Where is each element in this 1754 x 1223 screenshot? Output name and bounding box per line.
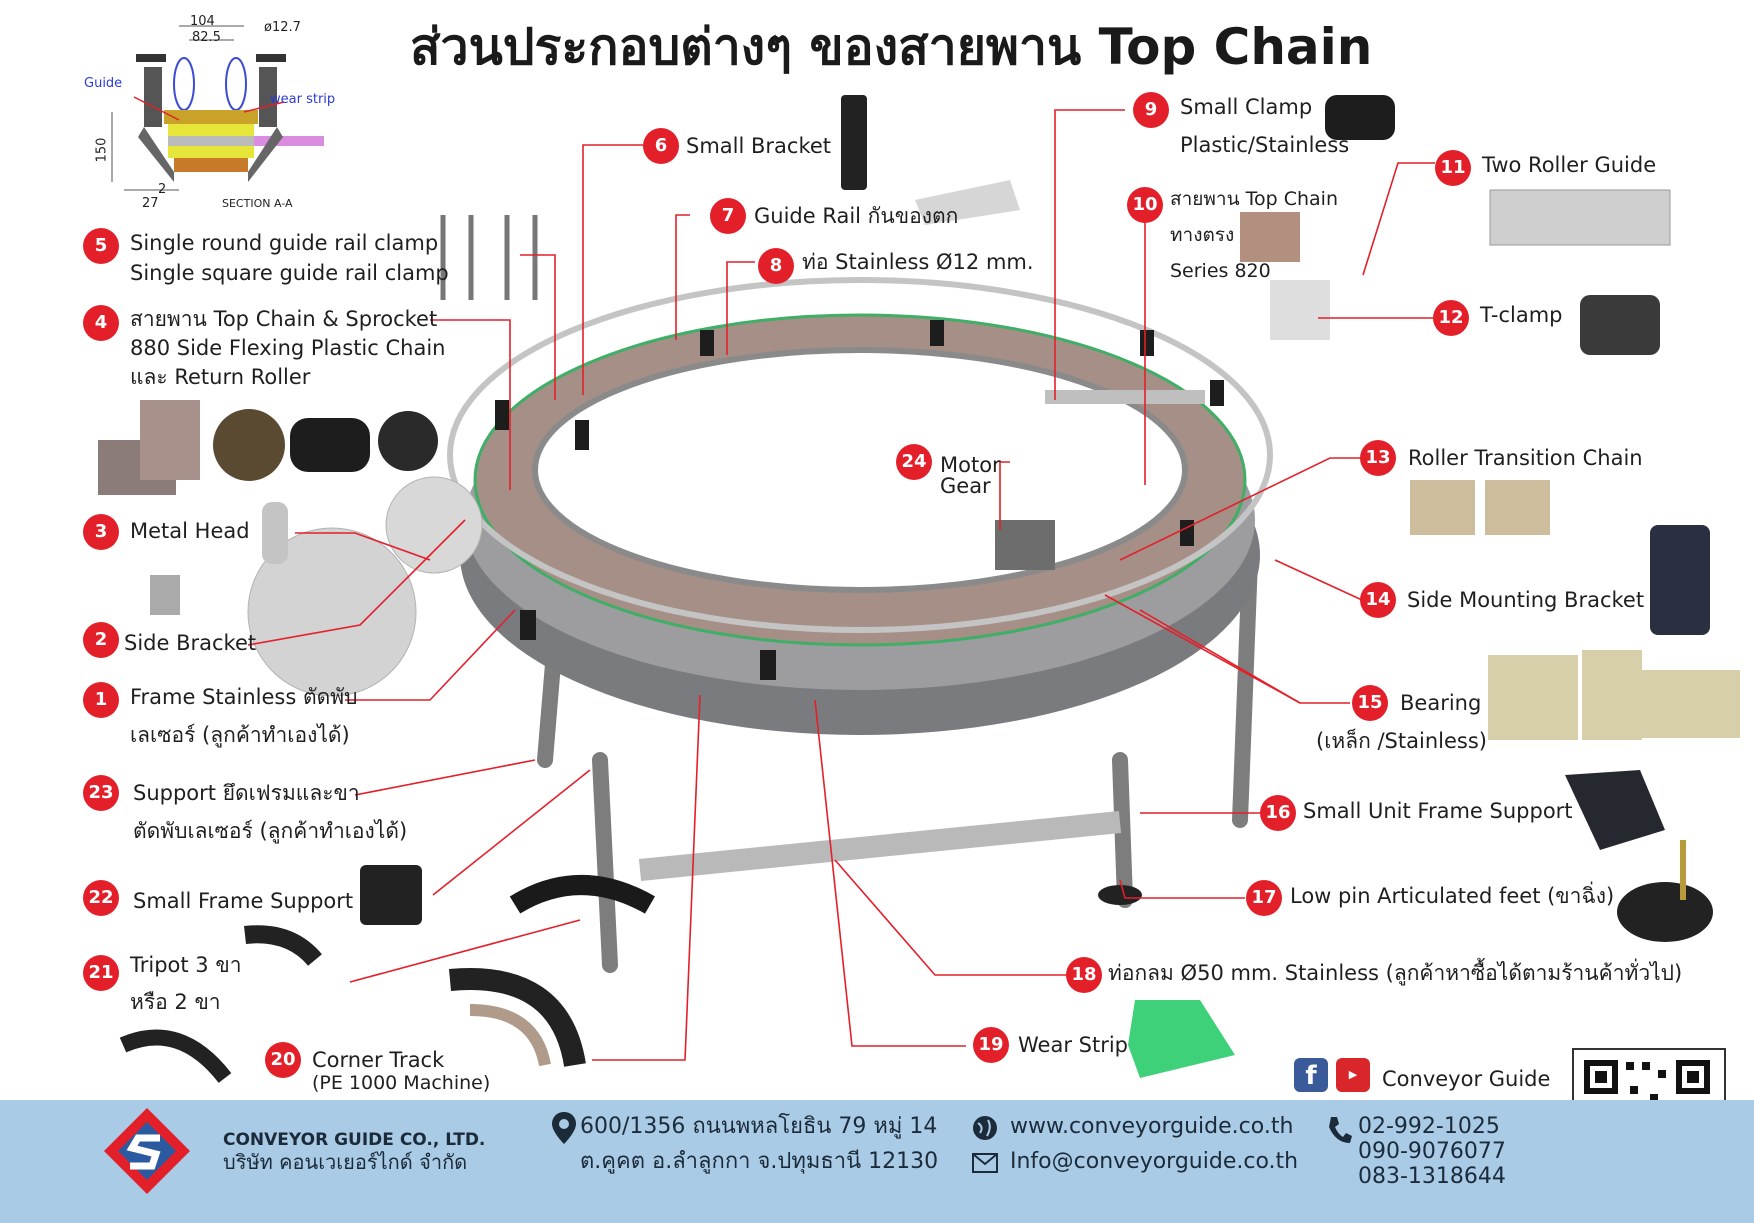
section-drawing [84, 12, 336, 210]
badge-12: 12 [1433, 300, 1469, 336]
email-link[interactable]: Info@conveyorguide.co.th [1010, 1149, 1299, 1174]
badge-18: 18 [1066, 957, 1102, 993]
label-22: Small Frame Support [133, 889, 354, 913]
label-10-line3: Series 820 [1170, 260, 1271, 282]
label-18: ท่อกลม Ø50 mm. Stainless (ลูกค้าหาซื้อได… [1108, 961, 1683, 985]
badge-22: 22 [83, 880, 119, 916]
badge-13: 13 [1360, 440, 1396, 476]
badge-1: 1 [83, 682, 119, 718]
badge-3: 3 [83, 514, 119, 550]
label-20-line1: Corner Track [312, 1048, 445, 1072]
guide-rail [447, 277, 1273, 633]
label-24-line2: Gear [940, 474, 991, 498]
badge-23: 23 [83, 775, 119, 811]
company-name-th: บริษัท คอนเวเยอร์ไกด์ จำกัด [223, 1150, 468, 1174]
label-4-line2: 880 Side Flexing Plastic Chain [130, 336, 446, 360]
badge-24: 24 [896, 444, 932, 480]
label-12: T-clamp [1480, 303, 1563, 327]
badge-6: 6 [643, 128, 679, 164]
company-logo [104, 1108, 190, 1194]
label-15-line1: Bearing [1400, 691, 1482, 715]
label-10-line1: สายพาน Top Chain [1170, 188, 1338, 210]
phone-icon [1326, 1115, 1352, 1145]
address-line-2: ต.คูคต อ.ลำลูกกา จ.ปทุมธานี 12130 [580, 1149, 939, 1174]
part-thumbnails [98, 95, 1740, 1084]
wear-strip-thumbnail [1128, 1000, 1235, 1078]
section-diagram: 104 82.5 ø12.7 150 2 27 Guide wear strip… [84, 12, 336, 211]
label-24-line1: Motor [940, 453, 1001, 477]
label-9-line2: Plastic/Stainless [1180, 133, 1350, 157]
label-20-line2: (PE 1000 Machine) [312, 1072, 491, 1094]
label-9-line1: Small Clamp [1180, 95, 1313, 119]
label-21-line2: หรือ 2 ขา [130, 990, 221, 1014]
badge-15: 15 [1352, 685, 1388, 721]
company-name-en: CONVEYOR GUIDE CO., LTD. [223, 1130, 486, 1150]
dim-27: 27 [142, 196, 159, 211]
dim-82-5: 82.5 [192, 30, 221, 45]
label-17: Low pin Articulated feet (ขาฉิ่ง) [1290, 884, 1615, 908]
address-line-1: 600/1356 ถนนพหลโยธิน 79 หมู่ 14 [580, 1114, 938, 1139]
section-label: SECTION A-A [222, 197, 293, 210]
label-3: Metal Head [130, 519, 250, 543]
badge-16: 16 [1260, 795, 1296, 831]
phone-2[interactable]: 090-9076077 [1358, 1139, 1506, 1164]
label-1-line1: Frame Stainless ตัดพับ [130, 685, 358, 709]
badge-5: 5 [83, 228, 119, 264]
badge-9: 9 [1133, 92, 1169, 128]
badge-14: 14 [1360, 582, 1396, 618]
badge-11: 11 [1435, 150, 1471, 186]
motor-gear [995, 520, 1055, 570]
label-8: ท่อ Stainless Ø12 mm. [802, 250, 1034, 274]
badge-10: 10 [1127, 187, 1163, 223]
badge-21: 21 [83, 955, 119, 991]
footer [0, 1100, 1754, 1223]
label-23-line1: Support ยึดเฟรมและขา [133, 781, 360, 805]
label-21-line1: Tripot 3 ขา [130, 953, 242, 977]
label-19: Wear Strip [1018, 1033, 1128, 1057]
badge-8: 8 [758, 248, 794, 284]
phone-1[interactable]: 02-992-1025 [1358, 1114, 1500, 1139]
badge-17: 17 [1246, 880, 1282, 916]
facebook-icon[interactable]: f [1294, 1058, 1328, 1092]
website-link[interactable]: www.conveyorguide.co.th [1010, 1114, 1294, 1139]
label-14: Side Mounting Bracket [1407, 588, 1645, 612]
guide-label: Guide [84, 76, 123, 91]
badge-20: 20 [265, 1042, 301, 1078]
badge-7: 7 [710, 198, 746, 234]
social-label: Conveyor Guide [1382, 1067, 1551, 1091]
label-4-line1: สายพาน Top Chain & Sprocket [130, 307, 438, 331]
globe-icon [972, 1115, 998, 1141]
label-16: Small Unit Frame Support [1303, 799, 1573, 823]
location-pin-icon [552, 1112, 576, 1144]
dim-104: 104 [190, 14, 215, 29]
label-2: Side Bracket [124, 631, 257, 655]
tripod-feet [509, 875, 655, 914]
mail-icon [972, 1153, 998, 1173]
dim-diameter: ø12.7 [264, 20, 301, 35]
label-1-line2: เลเซอร์ (ลูกค้าทำเองได้) [130, 723, 350, 747]
round-tube [638, 811, 1122, 881]
label-6: Small Bracket [686, 134, 832, 158]
label-5-line2: Single square guide rail clamp [130, 261, 449, 285]
badge-4: 4 [83, 305, 119, 341]
label-23-line2: ตัดพับเลเซอร์ (ลูกค้าทำเองได้) [133, 819, 408, 843]
page-title: ส่วนประกอบต่างๆ ของสายพาน Top Chain [410, 18, 1373, 76]
leader-lines [247, 109, 1435, 1061]
label-7: Guide Rail กันของตก [754, 204, 959, 228]
label-5-line1: Single round guide rail clamp [130, 231, 439, 255]
youtube-icon[interactable]: ▶ [1336, 1058, 1370, 1092]
badge-2: 2 [83, 622, 119, 658]
label-4-line3: และ Return Roller [130, 365, 311, 389]
wear-strip-label: wear strip [270, 92, 336, 107]
label-11: Two Roller Guide [1482, 153, 1657, 177]
label-13: Roller Transition Chain [1408, 446, 1643, 470]
label-15-line2: (เหล็ก /Stainless) [1316, 729, 1487, 753]
label-10-line2: ทางตรง [1170, 224, 1235, 246]
phone-3[interactable]: 083-1318644 [1358, 1164, 1506, 1189]
badge-19: 19 [973, 1027, 1009, 1063]
dim-2: 2 [158, 182, 167, 197]
